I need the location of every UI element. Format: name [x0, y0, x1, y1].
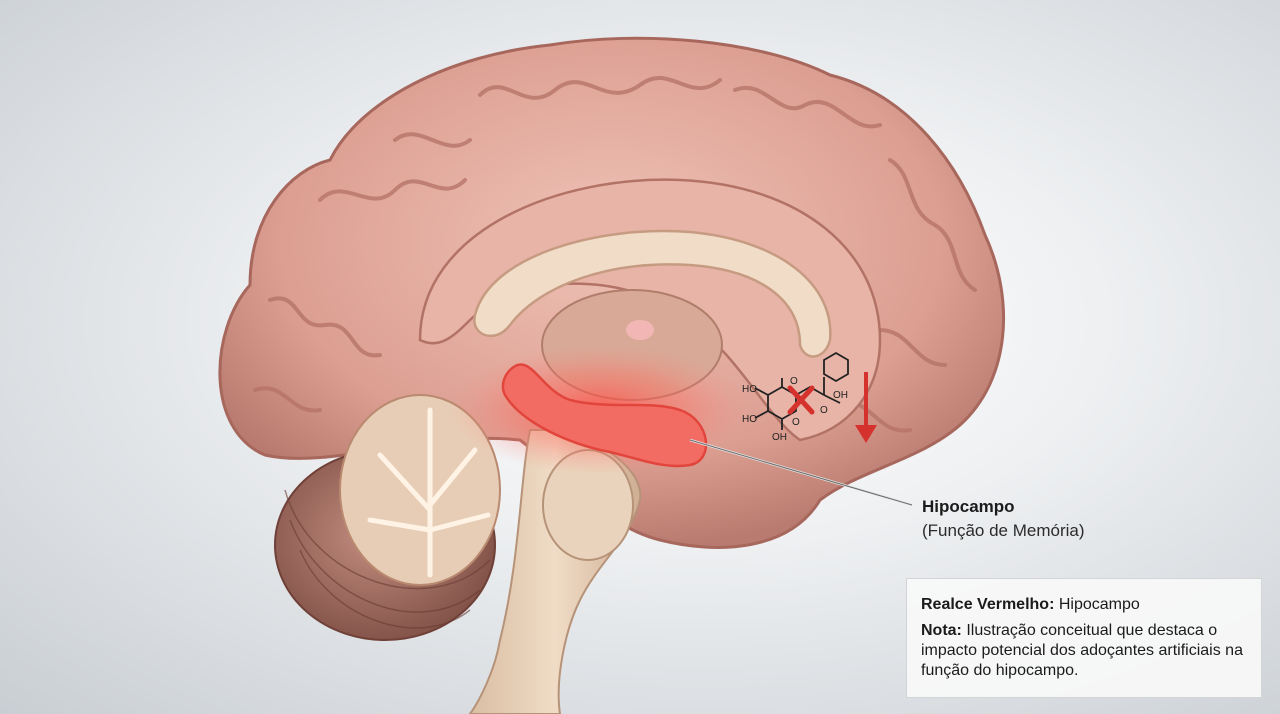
legend-box: Realce Vermelho: Hipocampo Nota: Ilustra…: [906, 578, 1262, 698]
molecule-label-oh-1: OH: [772, 432, 787, 443]
legend-note-label: Nota:: [921, 622, 962, 639]
arbor-vitae: [339, 394, 501, 586]
cross-icon: [787, 385, 815, 415]
legend-highlight-line: Realce Vermelho: Hipocampo: [921, 595, 1249, 615]
molecule-label-o-3: O: [820, 405, 828, 416]
molecule-label-oh-2: OH: [833, 390, 848, 401]
molecule-label-o-2: O: [792, 417, 800, 428]
corpus-callosum: [473, 229, 832, 358]
legend-highlight-label: Realce Vermelho:: [921, 596, 1055, 613]
callout-title: Hipocampo: [922, 497, 1015, 516]
molecule-label-ho-1: HO: [742, 384, 757, 395]
legend-note-value: Ilustração conceitual que destaca o impa…: [921, 622, 1243, 679]
molecule-label-o-1: O: [790, 376, 798, 387]
arrow-down-icon: [855, 372, 877, 443]
legend-highlight-value: Hipocampo: [1058, 596, 1140, 613]
gyri-folds: [253, 76, 977, 433]
thalamus-nucleus: [626, 320, 654, 340]
cerebellum-folia: [284, 489, 491, 629]
callout-subtitle: (Função de Memória): [922, 521, 1085, 540]
molecule-labels: HO HO OH O O OH O: [742, 376, 848, 443]
hippocampus-callout: Hipocampo (Função de Memória): [922, 497, 1085, 541]
legend-note-line: Nota: Ilustração conceitual que destaca …: [921, 621, 1249, 681]
molecule-label-ho-2: HO: [742, 414, 757, 425]
hippocampus: [501, 363, 708, 468]
